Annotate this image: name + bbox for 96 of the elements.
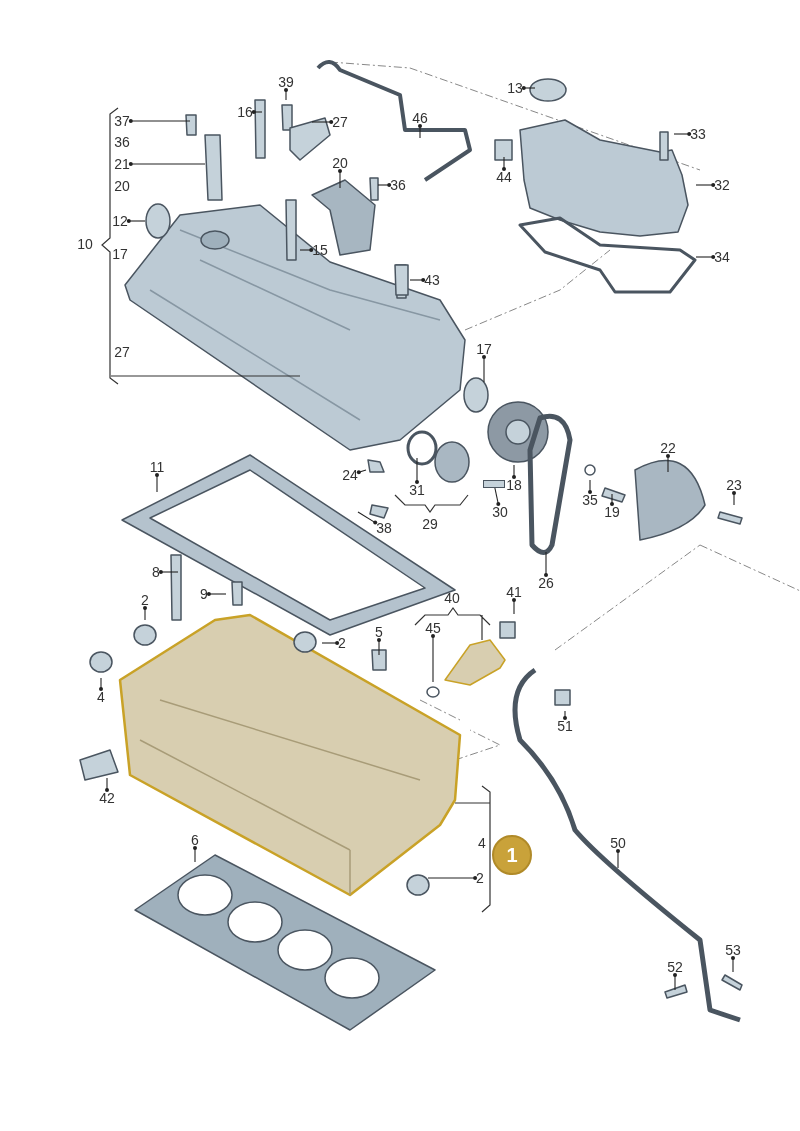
- leader-line: [206, 592, 227, 596]
- leader-line: [563, 710, 567, 720]
- callout-number: 26: [537, 575, 555, 591]
- bolt-drawing: [483, 480, 505, 488]
- leader-line: [155, 473, 159, 493]
- callout-number: 53: [724, 942, 742, 958]
- callout-badge: 1: [492, 835, 532, 875]
- callout-number: 43: [423, 272, 441, 288]
- leader-line: [377, 183, 392, 187]
- leader-line: [732, 491, 736, 506]
- callout-number: 45: [424, 620, 442, 636]
- callout-number: 17: [111, 246, 129, 262]
- callout-number: 52: [666, 959, 684, 975]
- callout-number: 9: [199, 586, 209, 602]
- leader-line: [512, 464, 516, 479]
- callout-number: 2: [337, 635, 347, 651]
- leader-line: [512, 598, 516, 615]
- leader-line: [284, 88, 288, 101]
- leader-line: [494, 487, 501, 506]
- callout-number: 39: [277, 74, 295, 90]
- leader-line: [126, 219, 146, 223]
- callout-number: 17: [475, 341, 493, 357]
- callout-number: 4: [96, 689, 106, 705]
- leader-line: [409, 278, 426, 282]
- callout-number: 29: [421, 516, 439, 532]
- leader-line: [431, 634, 435, 683]
- leader-line: [193, 846, 197, 863]
- callout-number: 20: [331, 155, 349, 171]
- leader-line: [588, 479, 592, 494]
- leader-line: [356, 469, 367, 475]
- callout-number: 34: [713, 249, 731, 265]
- leader-line: [695, 183, 716, 187]
- leader-line: [299, 248, 314, 252]
- callout-number: 6: [190, 832, 200, 848]
- callout-number: 10: [76, 236, 94, 252]
- leader-line: [415, 457, 419, 484]
- leader-line: [418, 124, 422, 139]
- callout-number: 5: [374, 624, 384, 640]
- leader-line: [128, 119, 191, 123]
- leader-line: [377, 638, 381, 656]
- leader-line: [695, 255, 716, 259]
- leader-line: [731, 956, 735, 973]
- leader-line: [482, 355, 486, 383]
- callout-number: 32: [713, 177, 731, 193]
- callout-number: 31: [408, 482, 426, 498]
- callout-number: 37: [113, 113, 131, 129]
- leader-line: [311, 120, 334, 124]
- callout-number: 36: [389, 177, 407, 193]
- leader-line: [666, 454, 670, 473]
- callout-number: 42: [98, 790, 116, 806]
- leader-line: [143, 606, 147, 621]
- callout-number: 30: [491, 504, 509, 520]
- callout-number: 33: [689, 126, 707, 142]
- callout-number: 2: [475, 870, 485, 886]
- leader-line: [502, 156, 506, 171]
- callout-number: 41: [505, 584, 523, 600]
- callout-number: 20: [113, 178, 131, 194]
- callout-number: 23: [725, 477, 743, 493]
- leader-line: [99, 677, 103, 691]
- callout-number: 44: [495, 169, 513, 185]
- callout-number: 2: [140, 592, 150, 608]
- leader-line: [427, 876, 478, 880]
- leader-line: [128, 162, 206, 166]
- callout-number: 19: [603, 504, 621, 520]
- callout-number: 27: [331, 114, 349, 130]
- callout-number: 46: [411, 110, 429, 126]
- callout-number: 12: [111, 213, 129, 229]
- leader-line: [357, 511, 378, 525]
- leader-line: [673, 132, 692, 136]
- callout-number: 38: [375, 520, 393, 536]
- callout-number: 50: [609, 835, 627, 851]
- callout-number: 21: [113, 156, 131, 172]
- callout-number: 11: [148, 459, 166, 475]
- callout-number: 24: [341, 467, 359, 483]
- callout-number: 27: [113, 344, 131, 360]
- callout-number: 40: [443, 590, 461, 606]
- leader-line: [521, 86, 536, 90]
- leader-line: [610, 493, 614, 506]
- leader-line: [616, 849, 620, 869]
- callout-number: 15: [311, 242, 329, 258]
- leader-line: [338, 169, 342, 189]
- callout-number: 18: [505, 477, 523, 493]
- callout-number: 36: [113, 134, 131, 150]
- leader-line: [105, 777, 109, 792]
- callout-number: 35: [581, 492, 599, 508]
- leader-line: [158, 570, 179, 574]
- callout-number: 51: [556, 718, 574, 734]
- callout-number: 4: [477, 835, 487, 851]
- callout-number: 8: [151, 564, 161, 580]
- callout-number: 16: [236, 104, 254, 120]
- callout-number: 13: [506, 80, 524, 96]
- callout-number: 22: [659, 440, 677, 456]
- leader-line: [544, 551, 548, 577]
- leader-line: [321, 641, 340, 645]
- leader-line: [251, 110, 263, 114]
- leader-line: [673, 973, 677, 991]
